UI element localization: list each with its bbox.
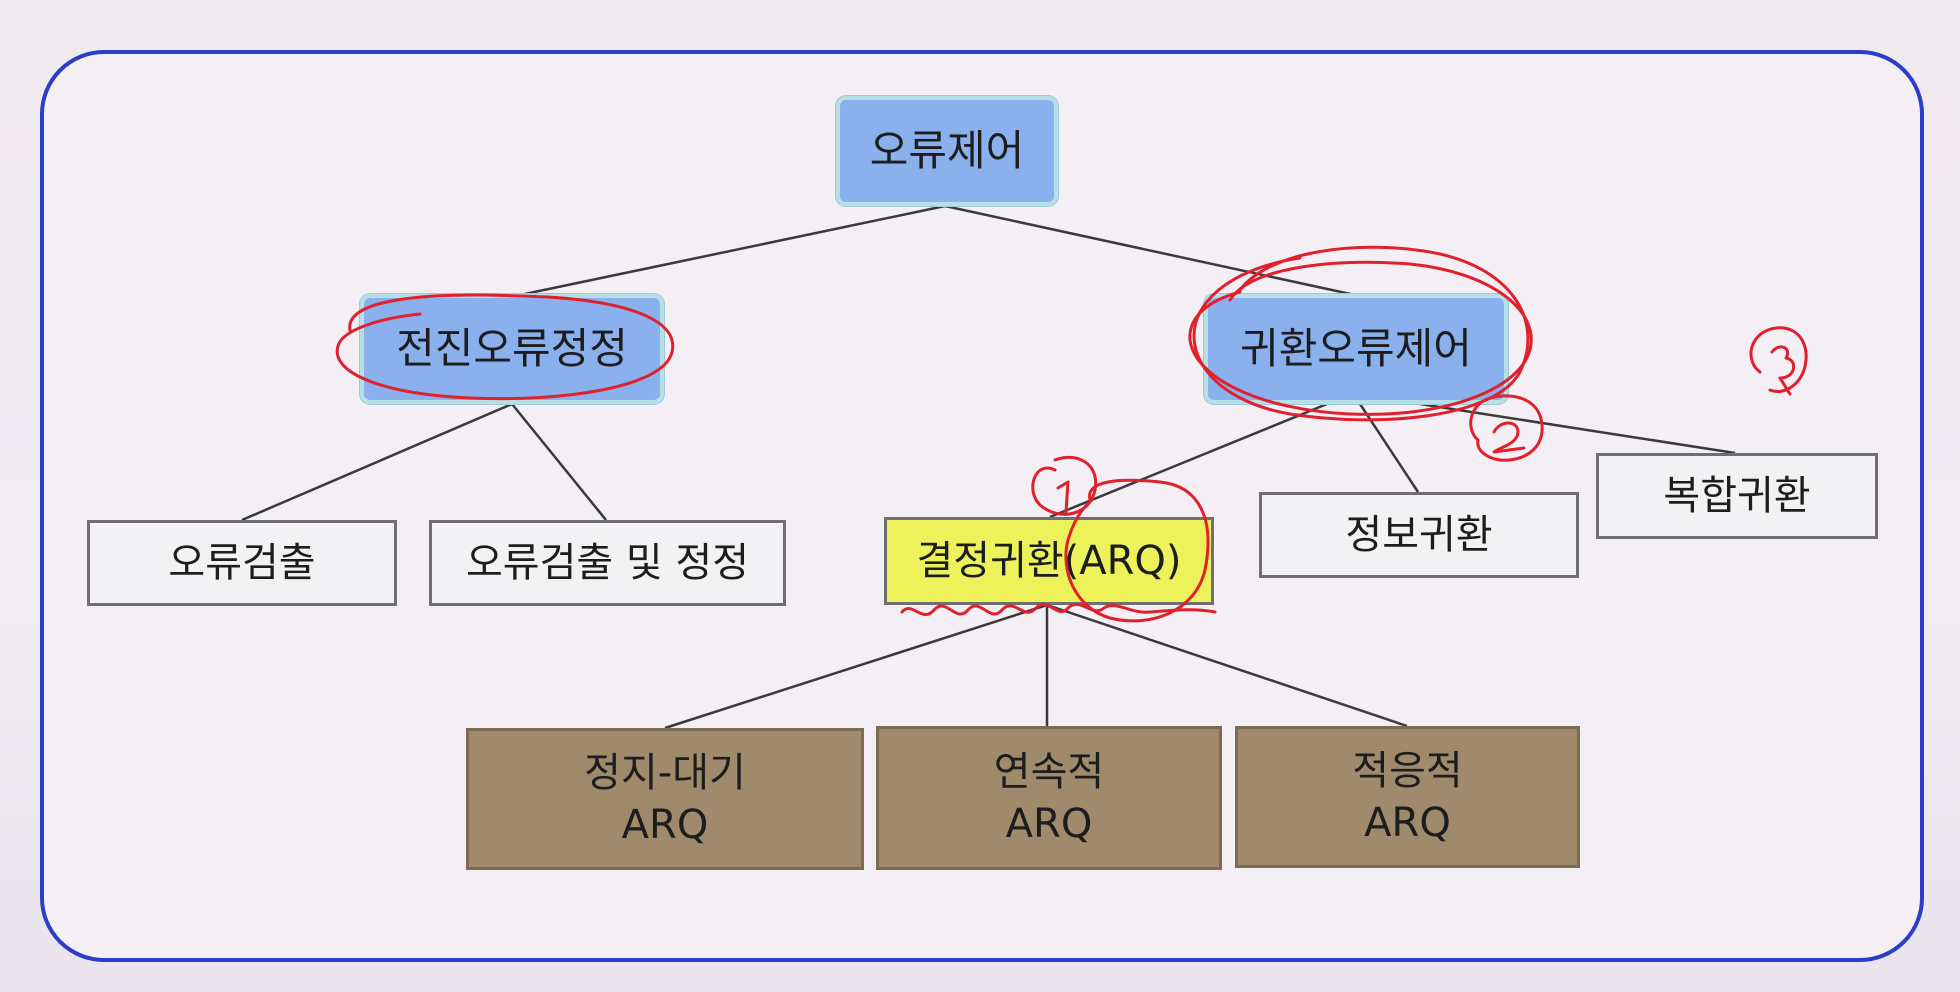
node-error-detection-correction: 오류검출 및 정정	[429, 520, 786, 606]
annotation-circle-backward-2	[1188, 260, 1533, 416]
node-continuous-line2: ARQ	[1005, 801, 1093, 847]
connector-forward-detectcorrect	[511, 403, 607, 521]
node-error-detection: 오류검출	[87, 520, 397, 606]
node-backward-label: 귀환오류제어	[1240, 323, 1472, 373]
annotation-number-3-glyph	[1770, 345, 1796, 396]
connector-backward-arq	[1049, 402, 1328, 519]
annotation-number-1-circle	[1031, 455, 1098, 516]
node-backward-error-control: 귀환오류제어	[1204, 294, 1508, 404]
annotation-number-3-circle	[1749, 326, 1808, 393]
node-arq-label: 결정귀환(ARQ)	[916, 538, 1182, 584]
connector-forward-detect	[241, 402, 513, 522]
node-stop-and-wait-arq: 정지-대기 ARQ	[466, 728, 864, 870]
node-root: 오류제어	[836, 96, 1058, 206]
annotation-wavy-underline	[900, 602, 1217, 616]
annotation-number-1-glyph	[1056, 480, 1070, 514]
node-adaptive-line1: 적응적	[1352, 748, 1463, 794]
annotation-circle-forward	[335, 293, 675, 401]
node-information-feedback: 정보귀환	[1259, 492, 1579, 578]
node-hybrid-feedback: 복합귀환	[1596, 453, 1878, 539]
annotation-number-2-glyph	[1492, 421, 1526, 454]
node-arq: 결정귀환(ARQ)	[884, 517, 1214, 605]
connector-arq-adaptive	[1046, 603, 1408, 728]
node-forward-error-correction: 전진오류정정	[360, 294, 664, 404]
node-continuous-arq: 연속적 ARQ	[876, 726, 1222, 870]
annotation-circle-arq	[1064, 478, 1210, 623]
node-stop-and-wait-line1: 정지-대기	[584, 750, 746, 796]
node-adaptive-arq: 적응적 ARQ	[1235, 726, 1580, 868]
connector-root-backward	[944, 204, 1356, 297]
node-error-detection-label: 오류검출	[168, 540, 316, 586]
node-information-feedback-label: 정보귀환	[1345, 512, 1493, 558]
node-error-detection-correction-label: 오류검출 및 정정	[465, 540, 750, 586]
node-root-label: 오류제어	[869, 125, 1025, 175]
connector-root-forward	[519, 204, 946, 297]
node-stop-and-wait-line2: ARQ	[621, 802, 709, 848]
node-continuous-line1: 연속적	[993, 749, 1105, 795]
node-hybrid-feedback-label: 복합귀환	[1663, 473, 1811, 519]
annotation-number-2-circle	[1469, 394, 1544, 462]
node-forward-label: 전진오류정정	[396, 323, 628, 373]
connector-arq-stopwait	[664, 603, 1048, 730]
node-adaptive-line2: ARQ	[1364, 800, 1451, 846]
